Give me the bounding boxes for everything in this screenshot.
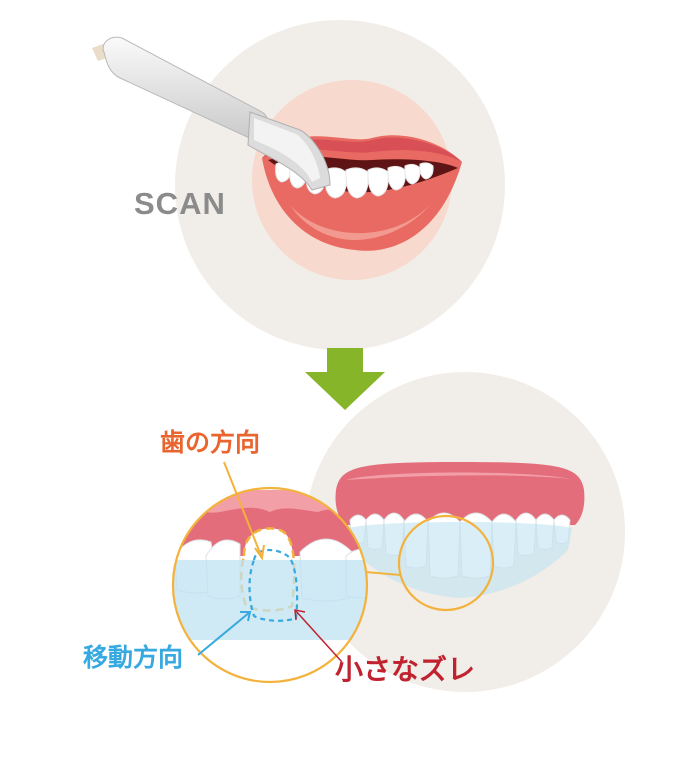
scan-label: SCAN bbox=[134, 186, 226, 221]
tooth-direction-label: 歯の方向 bbox=[160, 428, 261, 457]
ring-connector bbox=[364, 571, 402, 576]
zoom-view bbox=[171, 486, 369, 684]
zoom-ring bbox=[171, 486, 369, 684]
down-arrow bbox=[305, 348, 385, 410]
callout-lines bbox=[197, 461, 343, 663]
intraoral-scanner bbox=[92, 36, 331, 191]
aligner-scene bbox=[305, 372, 625, 692]
small-gap-label: 小さなズレ bbox=[335, 653, 476, 686]
scan-scene bbox=[92, 20, 505, 350]
movement-direction-label: 移動方向 bbox=[83, 643, 184, 672]
detail-ring-small bbox=[397, 514, 495, 612]
